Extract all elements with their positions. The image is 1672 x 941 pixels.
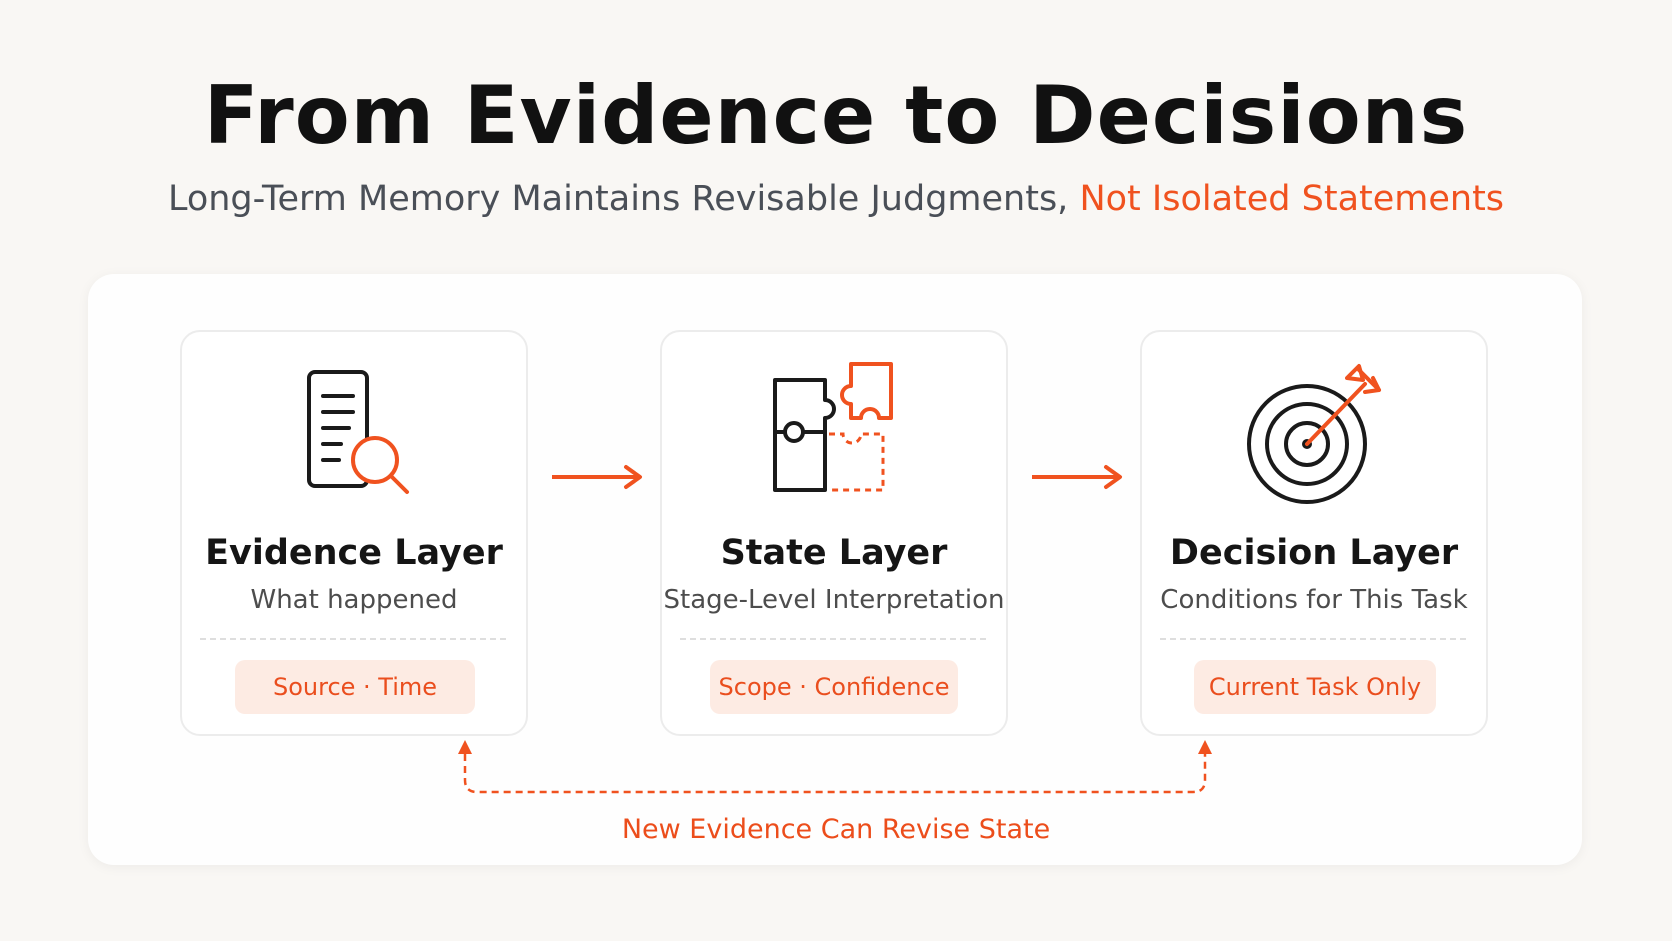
card-tag: Scope · Confidence xyxy=(710,660,958,714)
card-divider xyxy=(680,638,986,640)
page-subtitle: Long-Term Memory Maintains Revisable Jud… xyxy=(0,176,1672,222)
state-layer-card: State Layer Stage-Level Interpretation S… xyxy=(660,330,1008,736)
card-divider xyxy=(200,638,506,640)
page-title: From Evidence to Decisions xyxy=(203,69,1469,162)
card-title: Decision Layer xyxy=(1169,533,1459,573)
feedback-loop-label: New Evidence Can Revise State xyxy=(621,814,1051,845)
card-divider xyxy=(1160,638,1466,640)
feedback-loop-connector xyxy=(458,740,1212,794)
card-description: Stage-Level Interpretation xyxy=(663,585,1005,615)
card-description: What happened xyxy=(250,585,458,615)
card-title: Evidence Layer xyxy=(205,533,503,573)
evidence-layer-card: Evidence Layer What happened Source · Ti… xyxy=(180,330,528,736)
subtitle-accent: Not Isolated Statements xyxy=(1079,179,1505,219)
puzzle-pieces-icon xyxy=(662,362,1006,512)
subtitle-main: Long-Term Memory Maintains Revisable Jud… xyxy=(167,179,1080,219)
decision-layer-card: Decision Layer Conditions for This Task … xyxy=(1140,330,1488,736)
card-title: State Layer xyxy=(720,533,948,573)
flow-arrow xyxy=(552,465,642,489)
card-tag: Source · Time xyxy=(235,660,475,714)
card-tag: Current Task Only xyxy=(1194,660,1436,714)
target-arrow-icon xyxy=(1142,362,1486,512)
card-description: Conditions for This Task xyxy=(1160,585,1468,615)
flow-arrow xyxy=(1032,465,1122,489)
document-search-icon xyxy=(182,362,526,512)
